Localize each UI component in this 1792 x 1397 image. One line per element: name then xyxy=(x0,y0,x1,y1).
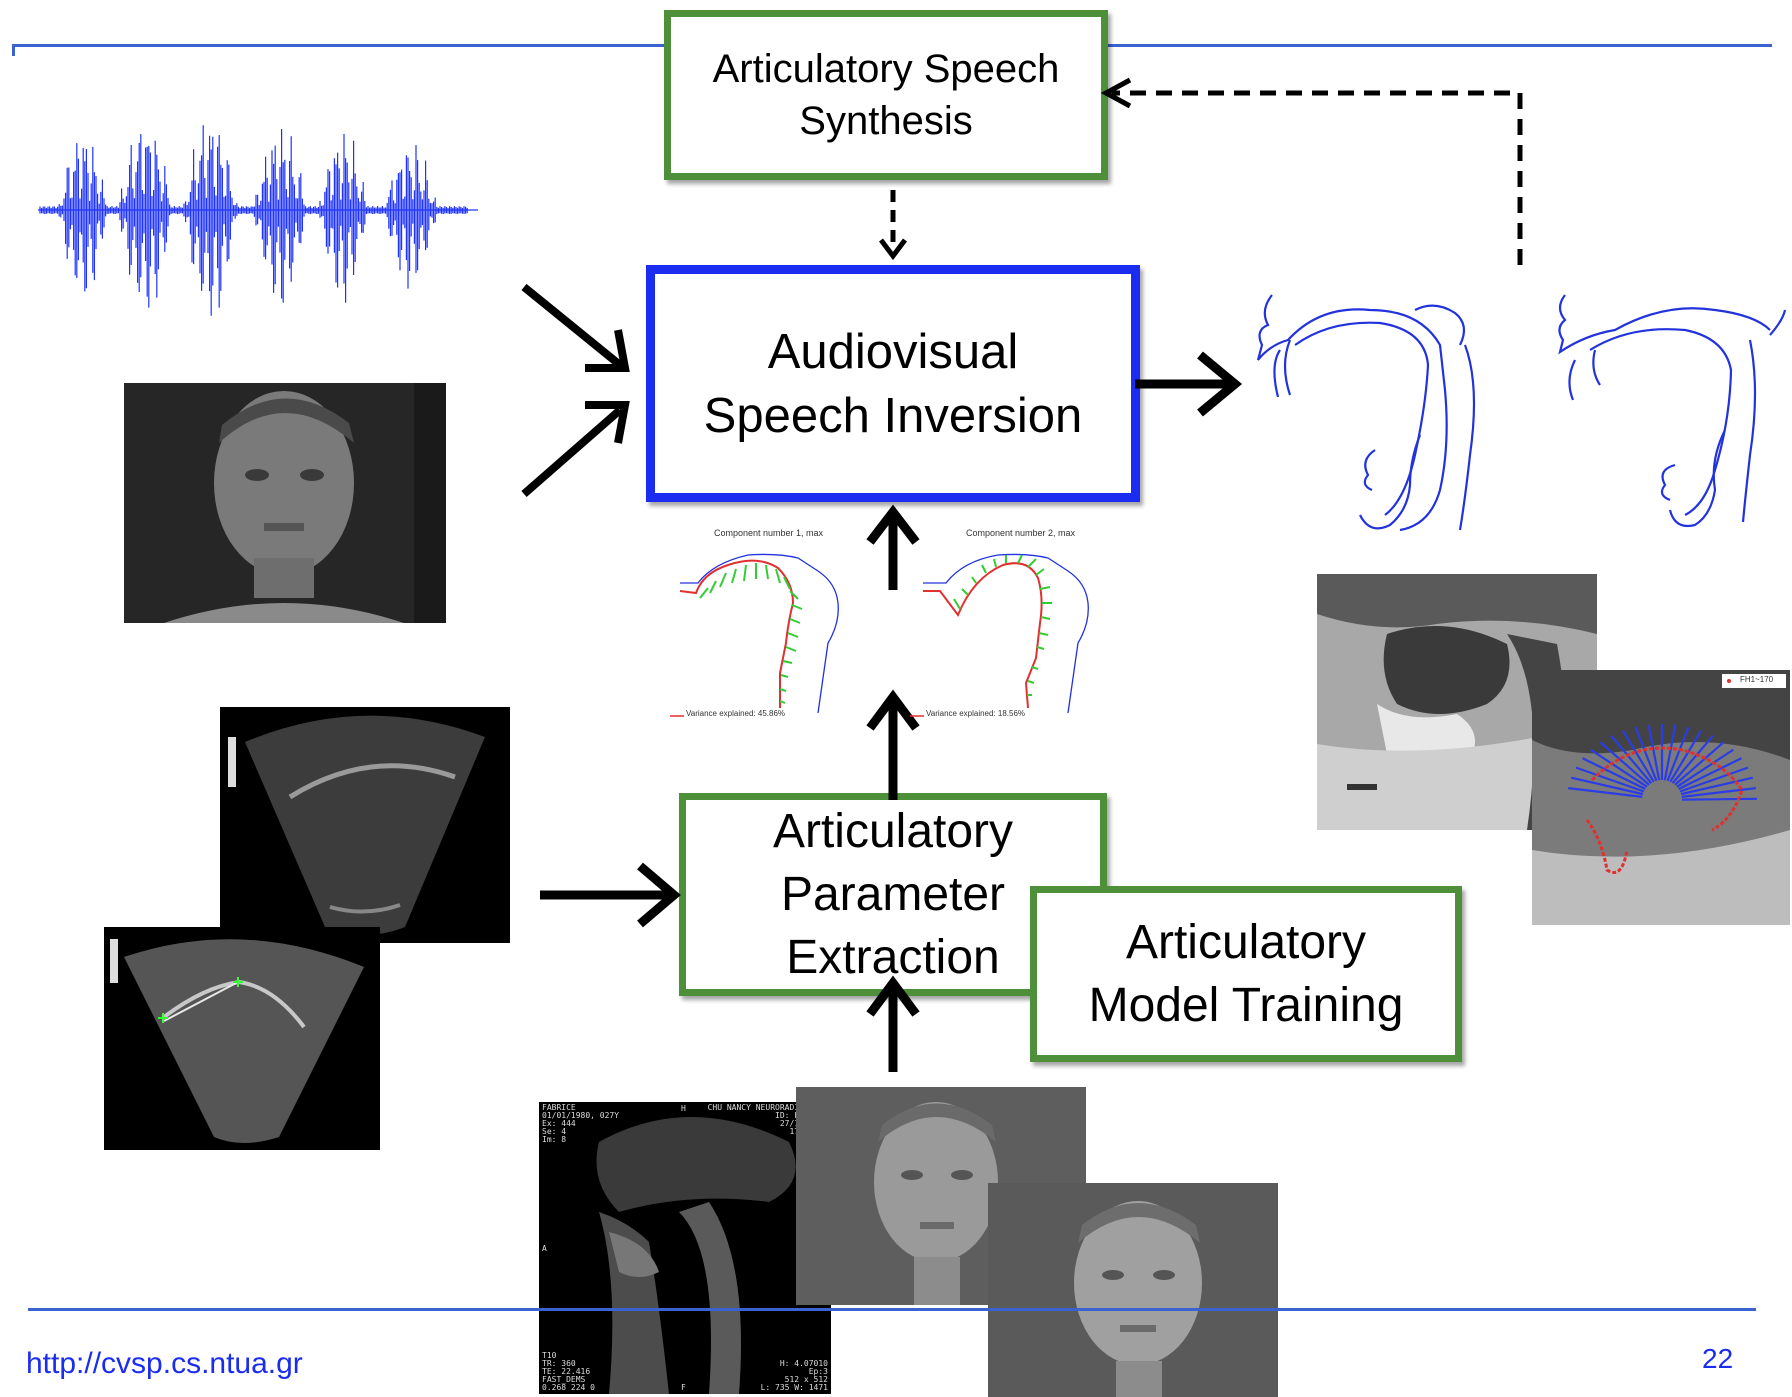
footer-url[interactable]: http://cvsp.cs.ntua.gr xyxy=(26,1347,303,1380)
bottom-rule xyxy=(28,1308,1756,1311)
extraction-label-line2: Parameter xyxy=(780,868,1006,921)
vocal-tract-contour-2 xyxy=(1558,294,1787,528)
component-1-title: Component number 1, max xyxy=(714,528,824,538)
training-label-line1: Articulatory xyxy=(1125,916,1367,969)
face-image-3 xyxy=(988,1183,1278,1397)
component-2-legend: Variance explained: 18.56% xyxy=(926,709,1026,718)
inversion-box: Audiovisual Speech Inversion xyxy=(646,265,1140,502)
training-label-line2: Model Training xyxy=(1088,979,1404,1032)
training-box: Articulatory Model Training xyxy=(1030,886,1462,1062)
mri-footer-center: F xyxy=(681,1383,686,1392)
page-number: 22 xyxy=(1702,1343,1734,1374)
extraction-label-line1: Articulatory xyxy=(772,805,1014,858)
inversion-label-line2: Speech Inversion xyxy=(703,388,1083,443)
extraction-label-line3: Extraction xyxy=(786,931,1000,984)
speech-waveform xyxy=(38,125,478,316)
video-to-inversion-arrow xyxy=(521,406,623,498)
inversion-label-line1: Audiovisual xyxy=(767,324,1019,379)
xray-image-2: FH1~170 xyxy=(1532,670,1790,925)
ultrasound-image-2 xyxy=(104,927,380,1150)
mri-side-left: A xyxy=(542,1244,547,1253)
audio-to-inversion-arrow xyxy=(521,283,623,369)
synthesis-label-line2: Synthesis xyxy=(799,99,973,143)
component-plot-1: Component number 1, max Variance explain… xyxy=(668,525,858,730)
xray-legend: FH1~170 xyxy=(1740,675,1774,684)
ultrasound-image-1 xyxy=(220,707,510,943)
synthesis-box: Articulatory Speech Synthesis xyxy=(664,10,1108,180)
feedback-dashed-arrow xyxy=(1112,90,1523,265)
component-plot-2: Component number 2, max Variance explain… xyxy=(910,525,1108,730)
top-rule-tick xyxy=(12,44,15,56)
synthesis-label-line1: Articulatory Speech xyxy=(712,47,1060,91)
component-1-legend: Variance explained: 45.86% xyxy=(686,709,786,718)
vocal-tract-contour-1 xyxy=(1256,294,1476,532)
mri-header-center: H xyxy=(681,1104,686,1113)
component-2-title: Component number 2, max xyxy=(966,528,1076,538)
face-video-frame xyxy=(124,383,446,623)
